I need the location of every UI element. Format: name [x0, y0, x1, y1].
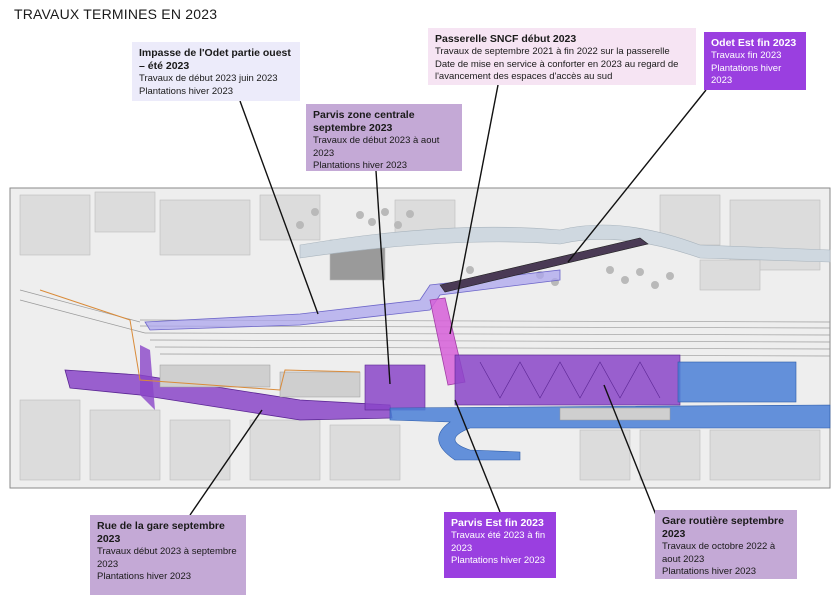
- callout-gare-routiere: Gare routière septembre 2023 Travaux de …: [655, 510, 797, 579]
- callout-title: Odet Est fin 2023: [711, 37, 797, 49]
- callout-title: Impasse de l'Odet partie ouest – été 202…: [139, 47, 291, 72]
- callout-line: Travaux fin 2023: [711, 50, 782, 61]
- callout-rue-gare: Rue de la gare septembre 2023 Travaux dé…: [90, 515, 246, 595]
- callout-line: Travaux de octobre 2022 à aout 2023: [662, 541, 776, 565]
- callout-line: Travaux de septembre 2021 à fin 2022 sur…: [435, 46, 670, 57]
- callout-odet-est: Odet Est fin 2023 Travaux fin 2023 Plant…: [704, 32, 806, 90]
- callout-line: Date de mise en service à conforter en 2…: [435, 58, 679, 83]
- callout-line: Plantations hiver 2023: [711, 62, 782, 87]
- callout-line: Plantations hiver 2023: [97, 571, 192, 582]
- leader-lines: [189, 84, 707, 516]
- callout-passerelle-sncf: Passerelle SNCF début 2023 Travaux de se…: [428, 28, 696, 85]
- callout-line: Travaux de début 2023 juin 2023: [139, 73, 278, 84]
- callout-line: Plantations hiver 2023: [313, 160, 408, 171]
- city-blocks: [19, 191, 821, 481]
- callout-title: Gare routière septembre 2023: [662, 515, 784, 540]
- callout-line: Plantations hiver 2023: [451, 555, 546, 566]
- callout-title: Rue de la gare septembre 2023: [97, 520, 225, 545]
- callout-parvis-centrale: Parvis zone centrale septembre 2023 Trav…: [306, 104, 462, 171]
- roof-pattern: [479, 361, 661, 399]
- callout-line: Travaux de début 2023 à aout 2023: [313, 135, 440, 159]
- callout-line: Travaux début 2023 à septembre 2023: [97, 546, 237, 570]
- zone-parvis-centrale: [364, 364, 426, 411]
- callout-title: Passerelle SNCF début 2023: [435, 33, 577, 45]
- callout-line: Travaux été 2023 à fin 2023: [451, 530, 546, 554]
- zone-gare-routiere: [389, 404, 831, 461]
- callout-title: Parvis zone centrale septembre 2023: [313, 109, 415, 134]
- zone-gare-routiere-east: [677, 361, 797, 403]
- callout-line: Plantations hiver 2023: [662, 566, 757, 577]
- callout-title: Parvis Est fin 2023: [451, 517, 544, 529]
- callout-line: Plantations hiver 2023: [139, 85, 234, 97]
- zone-parvis-est: [454, 354, 681, 406]
- callout-parvis-est: Parvis Est fin 2023 Travaux été 2023 à f…: [444, 512, 556, 578]
- orange-outline: [39, 289, 361, 391]
- river: [299, 224, 831, 263]
- zone-rue-gare-west: [140, 345, 155, 410]
- callout-impasse-odet: Impasse de l'Odet partie ouest – été 202…: [132, 42, 300, 101]
- zone-odet-est: [439, 237, 649, 293]
- page-title: TRAVAUX TERMINES EN 2023: [14, 6, 218, 22]
